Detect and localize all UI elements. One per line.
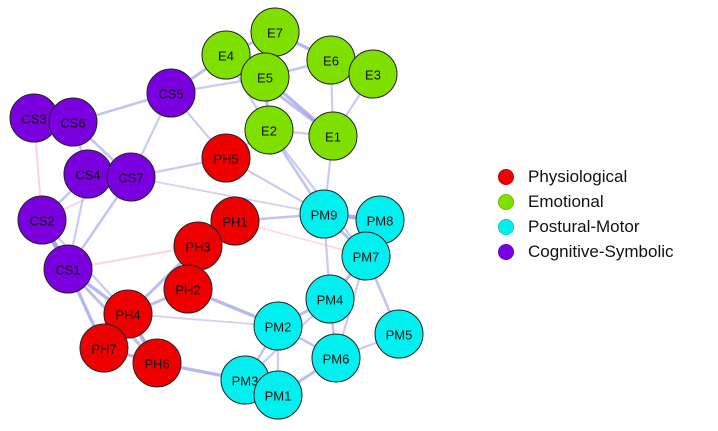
node-circle-e3 xyxy=(348,49,398,99)
node-label-pm1: PM1 xyxy=(265,389,292,404)
node-ph2: PH2 xyxy=(163,264,213,314)
node-circle-e5 xyxy=(240,52,290,102)
node-label-e3: E3 xyxy=(365,68,381,83)
legend-item-cognitive-symbolic: Cognitive-Symbolic xyxy=(498,239,674,264)
node-label-e2: E2 xyxy=(261,124,277,139)
node-circle-pm4 xyxy=(305,274,355,324)
node-label-e5: E5 xyxy=(257,71,273,86)
node-circle-pm9 xyxy=(299,189,349,239)
node-label-pm8: PM8 xyxy=(367,214,394,229)
node-circle-cs5 xyxy=(146,68,196,118)
node-label-pm4: PM4 xyxy=(317,293,344,308)
node-label-ph7: PH7 xyxy=(91,342,116,357)
node-circle-ph6 xyxy=(132,338,182,388)
node-e4: E4 xyxy=(201,30,251,80)
node-circle-e1 xyxy=(308,111,358,161)
legend: Physiological Emotional Postural-Motor C… xyxy=(498,164,674,264)
node-label-ph3: PH3 xyxy=(185,240,210,255)
node-label-pm2: PM2 xyxy=(265,320,292,335)
node-label-cs6: CS6 xyxy=(60,116,85,131)
legend-label-physiological: Physiological xyxy=(528,166,628,186)
node-ph6: PH6 xyxy=(132,338,182,388)
node-circle-e4 xyxy=(201,30,251,80)
node-circle-pm2 xyxy=(253,301,303,351)
node-label-e4: E4 xyxy=(218,49,234,64)
node-label-cs1: CS1 xyxy=(55,263,80,278)
node-label-pm5: PM5 xyxy=(386,328,413,343)
node-cs7: CS7 xyxy=(106,152,156,202)
node-label-ph1: PH1 xyxy=(222,215,247,230)
node-pm5: PM5 xyxy=(374,309,424,359)
node-label-cs2: CS2 xyxy=(29,214,54,229)
node-label-ph4: PH4 xyxy=(115,308,140,323)
node-cs6: CS6 xyxy=(48,97,98,147)
legend-item-emotional: Emotional xyxy=(498,189,674,214)
node-cs1: CS1 xyxy=(43,244,93,294)
node-cs3: CS3 xyxy=(9,93,59,143)
node-ph5: PH5 xyxy=(201,133,251,183)
node-label-pm9: PM9 xyxy=(311,208,338,223)
node-circle-pm7 xyxy=(341,231,391,281)
node-label-cs5: CS5 xyxy=(158,87,183,102)
node-label-cs3: CS3 xyxy=(21,112,46,127)
node-circle-ph4 xyxy=(103,289,153,339)
node-circle-cs7 xyxy=(106,152,156,202)
legend-item-physiological: Physiological xyxy=(498,164,674,189)
node-circle-pm1 xyxy=(253,370,303,420)
node-ph4: PH4 xyxy=(103,289,153,339)
edge-cs7-pm9 xyxy=(130,176,325,215)
node-circle-cs2 xyxy=(17,195,67,245)
node-pm7: PM7 xyxy=(341,231,391,281)
node-circle-e2 xyxy=(244,105,294,155)
node-circle-ph7 xyxy=(79,323,129,373)
node-label-cs7: CS7 xyxy=(118,171,143,186)
node-label-pm3: PM3 xyxy=(232,374,259,389)
node-e7: E7 xyxy=(250,7,300,57)
legend-swatch-physiological xyxy=(498,168,514,185)
node-label-e7: E7 xyxy=(267,26,283,41)
node-circle-cs6 xyxy=(48,97,98,147)
node-pm1: PM1 xyxy=(253,370,303,420)
node-label-ph5: PH5 xyxy=(213,152,238,167)
node-label-cs4: CS4 xyxy=(75,168,100,183)
node-pm9: PM9 xyxy=(299,189,349,239)
node-circle-ph2 xyxy=(163,264,213,314)
node-ph3: PH3 xyxy=(173,221,223,271)
node-e3: E3 xyxy=(348,49,398,99)
legend-item-postural-motor: Postural-Motor xyxy=(498,214,674,239)
node-label-ph6: PH6 xyxy=(144,357,169,372)
edge-ph4-pm2 xyxy=(127,313,279,327)
legend-swatch-emotional xyxy=(498,193,514,210)
node-circle-ph5 xyxy=(201,133,251,183)
node-label-pm7: PM7 xyxy=(353,250,380,265)
node-ph7: PH7 xyxy=(79,323,129,373)
node-label-pm6: PM6 xyxy=(323,352,350,367)
node-circle-pm5 xyxy=(374,309,424,359)
node-pm6: PM6 xyxy=(311,333,361,383)
node-circle-pm6 xyxy=(311,333,361,383)
legend-swatch-postural-motor xyxy=(498,218,514,235)
node-e2: E2 xyxy=(244,105,294,155)
legend-label-emotional: Emotional xyxy=(528,191,604,211)
node-circle-cs1 xyxy=(43,244,93,294)
node-label-e1: E1 xyxy=(325,130,341,145)
node-e6: E6 xyxy=(306,35,356,85)
node-label-e6: E6 xyxy=(323,54,339,69)
node-ph1: PH1 xyxy=(210,196,260,246)
node-e1: E1 xyxy=(308,111,358,161)
legend-label-postural-motor: Postural-Motor xyxy=(528,216,640,236)
node-pm2: PM2 xyxy=(253,301,303,351)
node-pm4: PM4 xyxy=(305,274,355,324)
node-cs4: CS4 xyxy=(63,149,113,199)
node-e5: E5 xyxy=(240,52,290,102)
node-cs2: CS2 xyxy=(17,195,67,245)
node-label-ph2: PH2 xyxy=(175,283,200,298)
legend-label-cognitive-symbolic: Cognitive-Symbolic xyxy=(528,241,674,261)
node-cs5: CS5 xyxy=(146,68,196,118)
node-circle-ph1 xyxy=(210,196,260,246)
legend-swatch-cognitive-symbolic xyxy=(498,243,514,260)
